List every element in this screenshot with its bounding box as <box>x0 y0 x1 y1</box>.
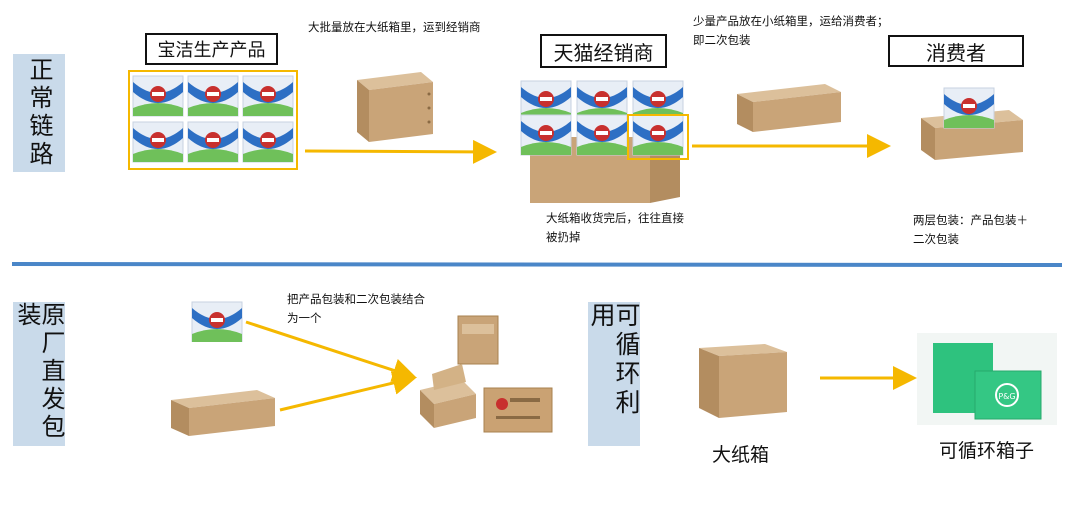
factory-plain-box <box>171 390 275 436</box>
cardboard-box-icon <box>369 82 433 142</box>
note-bulk: 大批量放在大纸箱里，运到经销商 <box>308 20 481 34</box>
arrow-soap-to-merged-icon <box>245 320 417 382</box>
row-label-normal-text: 正常链路 <box>25 57 53 169</box>
factory-soap <box>191 301 243 342</box>
title-distributor: 天猫经销商 <box>540 34 667 68</box>
producer-soap-grid <box>128 70 298 170</box>
row-label-factory: 原厂直发包装 <box>13 302 65 446</box>
arrow-box-to-merged-icon <box>279 371 417 412</box>
row-label-recycle: 可循环利用 <box>587 302 641 446</box>
caption-big-box: 大纸箱 <box>712 444 770 466</box>
cardboard-box-icon <box>719 352 787 418</box>
cardboard-box-icon <box>753 92 841 132</box>
consumer-box-with-soap <box>921 87 1023 160</box>
title-consumer: 消费者 <box>888 35 1024 67</box>
caption-recyclable: 可循环箱子 <box>939 440 1035 462</box>
cardboard-box-icon <box>189 398 275 436</box>
note-discard: 大纸箱收货完后，往往直接被扔掉 <box>546 211 684 244</box>
note-double: 两层包装：产品包装＋ 二次包装 <box>913 213 1028 246</box>
row-label-recycle-text: 可循环利用 <box>587 302 641 418</box>
row-label-normal: 正常链路 <box>13 54 65 172</box>
arrow-producer-to-distributor-icon <box>304 139 497 164</box>
pg-logo-text: P&G <box>998 392 1015 401</box>
row-label-factory-text: 原厂直发包装 <box>13 302 65 442</box>
divider-line <box>11 262 1063 267</box>
soap-package-icon <box>132 75 184 117</box>
title-producer: 宝洁生产产品 <box>145 33 278 65</box>
cardboard-box-icon <box>935 120 1023 160</box>
merged-packaging <box>420 315 553 433</box>
pg-green-box-icon: P&G <box>917 333 1057 425</box>
bulk-shipping-box <box>357 72 433 142</box>
note-small: 少量产品放在小纸箱里，运给消费者；即二次包装 <box>693 14 889 47</box>
note-merge: 把产品包装和二次包装结合为一个 <box>287 292 425 325</box>
recycle-big-box <box>699 344 787 418</box>
distributor-box-with-soaps <box>520 80 689 203</box>
small-shipping-box <box>737 84 841 132</box>
